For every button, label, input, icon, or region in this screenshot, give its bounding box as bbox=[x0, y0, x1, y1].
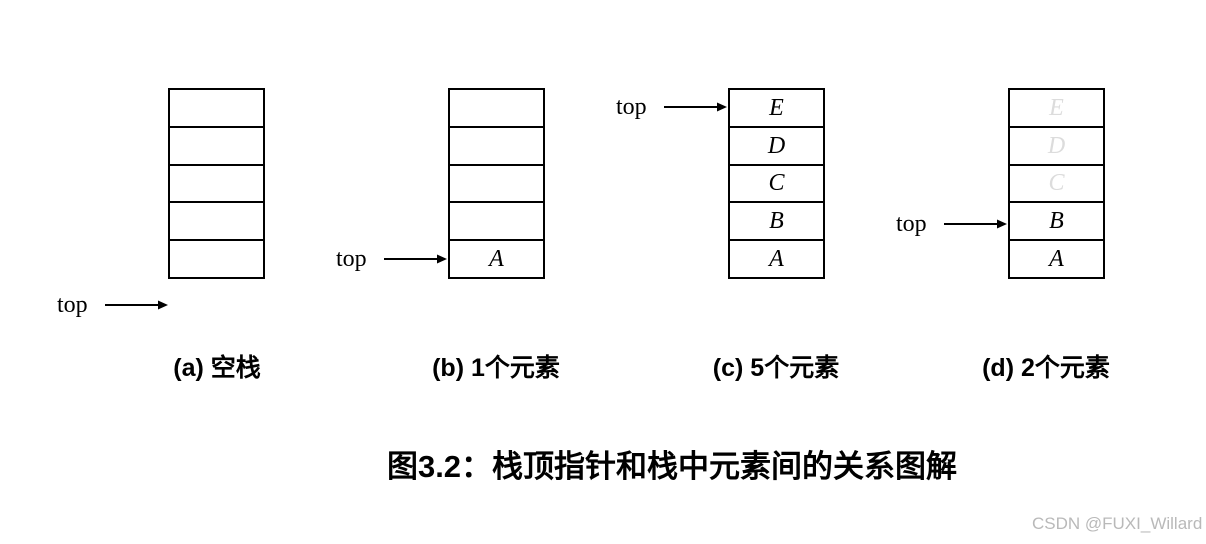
top-pointer-b: top bbox=[336, 245, 447, 273]
arrow-right-icon bbox=[664, 102, 727, 112]
stack-a-caption: (a) 空栈 bbox=[173, 354, 261, 382]
stack-cell: C bbox=[730, 166, 823, 204]
stack-cell: E bbox=[730, 90, 823, 128]
arrow-right-icon bbox=[384, 254, 447, 264]
stack-b: A bbox=[448, 88, 545, 279]
stack-d: E D C B A bbox=[1008, 88, 1105, 279]
stack-cell bbox=[450, 90, 543, 128]
top-pointer-d: top bbox=[896, 210, 1007, 238]
stack-cell bbox=[450, 128, 543, 166]
watermark: CSDN @FUXI_Willard bbox=[1032, 514, 1203, 533]
stack-cell-popped: C bbox=[1010, 166, 1103, 204]
stack-cell-popped: E bbox=[1010, 90, 1103, 128]
stack-cell-popped: D bbox=[1010, 128, 1103, 166]
stack-cell: B bbox=[730, 203, 823, 242]
stack-cell bbox=[170, 128, 263, 166]
stack-cell: D bbox=[730, 128, 823, 166]
stack-a bbox=[168, 88, 265, 279]
stack-d-caption: (d) 2个元素 bbox=[982, 354, 1110, 382]
stack-cell: A bbox=[1049, 246, 1064, 273]
top-pointer-label: top bbox=[896, 211, 927, 237]
stack-cell bbox=[170, 166, 263, 204]
stack-cell: B bbox=[1010, 203, 1103, 242]
stack-cell: A bbox=[769, 246, 784, 273]
stack-cell: A bbox=[489, 246, 504, 273]
arrow-right-icon bbox=[944, 219, 1007, 229]
stack-cell bbox=[450, 203, 543, 242]
arrow-right-icon bbox=[105, 300, 168, 310]
top-pointer-label: top bbox=[57, 292, 88, 318]
top-pointer-a: top bbox=[57, 291, 168, 319]
stack-cell bbox=[170, 90, 263, 128]
top-pointer-c: top bbox=[616, 93, 727, 121]
stack-cell bbox=[170, 203, 263, 242]
stack-c: E D C B A bbox=[728, 88, 825, 279]
stack-cell bbox=[450, 166, 543, 204]
stack-cell bbox=[170, 241, 263, 277]
top-pointer-label: top bbox=[616, 94, 647, 120]
stack-b-caption: (b) 1个元素 bbox=[432, 354, 560, 382]
stack-c-caption: (c) 5个元素 bbox=[712, 354, 840, 382]
figure-caption: 图3.2：栈顶指针和栈中元素间的关系图解 bbox=[386, 449, 958, 484]
top-pointer-label: top bbox=[336, 246, 367, 272]
